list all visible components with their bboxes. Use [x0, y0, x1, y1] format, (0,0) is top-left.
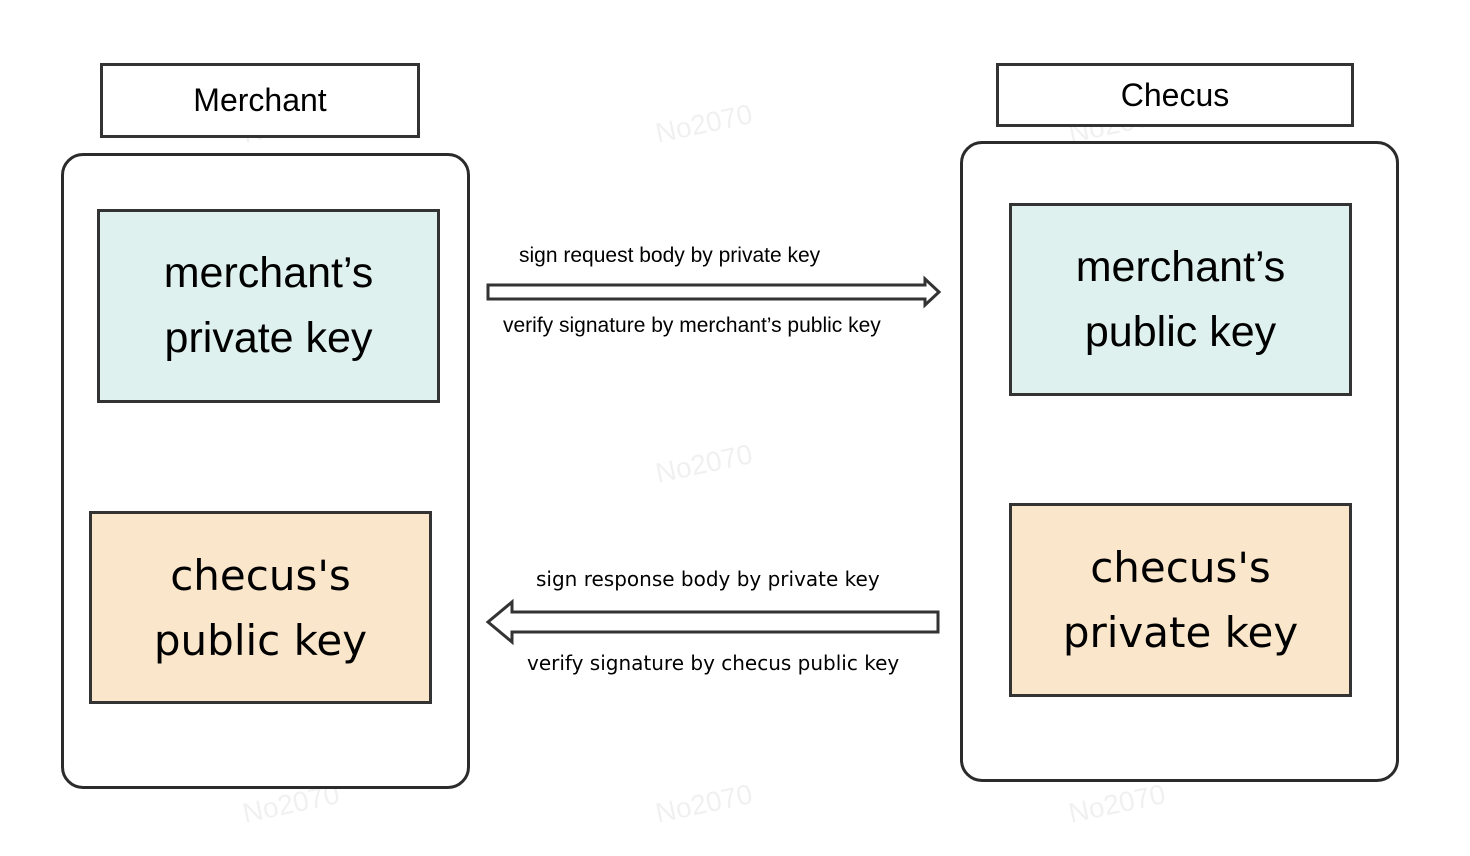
merchant-checus-public-key-box: checus's public key [89, 511, 432, 704]
checus-private-key-line1: checus's [1090, 543, 1271, 592]
response-verify-caption: verify signature by checus public key [527, 651, 900, 675]
checus-title: Checus [996, 63, 1354, 127]
request-arrow [486, 275, 942, 309]
merchant-private-key-line1: merchant’s [163, 249, 374, 297]
response-sign-caption: sign response body by private key [536, 567, 880, 591]
merchant-title: Merchant [100, 63, 420, 138]
merchant-public-key-line2: public key [1084, 307, 1277, 356]
request-sign-caption: sign request body by private key [519, 244, 821, 267]
checus-private-key-line2: private key [1062, 608, 1299, 657]
merchant-public-key-line1: merchant’s [1075, 242, 1286, 291]
merchant-private-key-box: merchant’s private key [97, 209, 440, 403]
checus-merchant-public-key-box: merchant’s public key [1009, 203, 1352, 396]
checus-private-key-box: checus's private key [1009, 503, 1352, 697]
checus-public-key-line1: checus's [170, 550, 351, 600]
checus-public-key-line2: public key [153, 615, 368, 665]
response-arrow [485, 598, 940, 646]
merchant-private-key-line2: private key [164, 314, 373, 362]
request-verify-caption: verify signature by merchant’s public ke… [503, 314, 881, 337]
